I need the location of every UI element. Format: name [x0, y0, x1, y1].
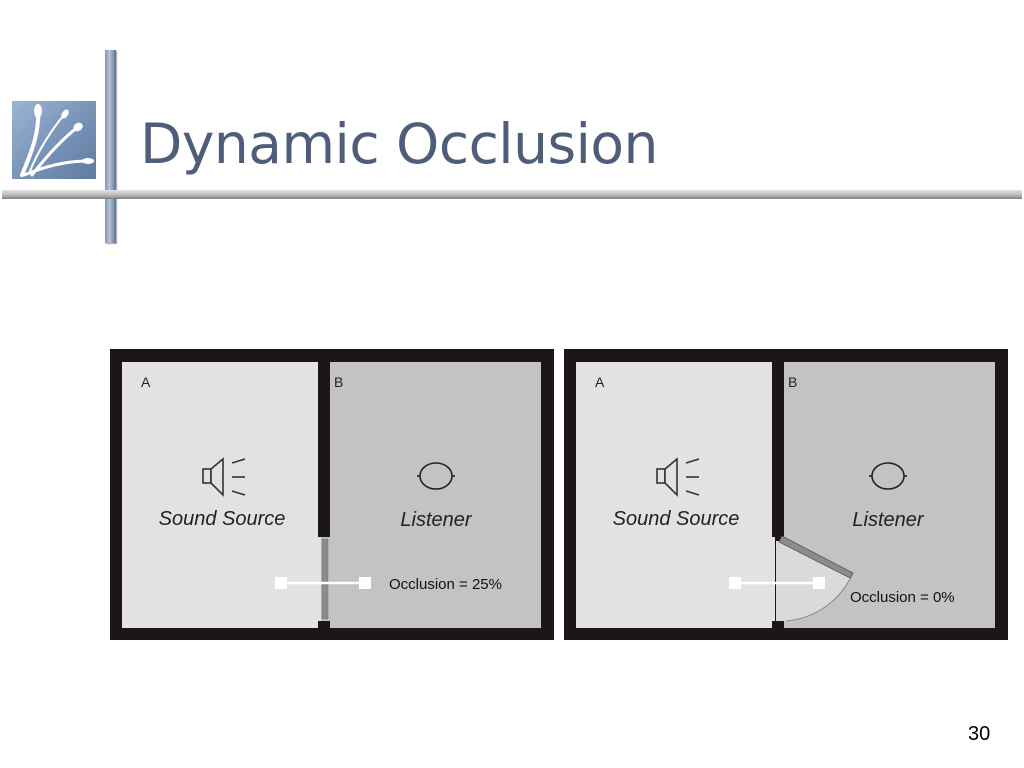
title-underline-bar [2, 190, 1022, 199]
accent-vertical-bar [105, 50, 116, 243]
door [778, 535, 854, 579]
occlusion-probe [275, 577, 371, 589]
listener-icon [417, 462, 455, 490]
speaker-icon [656, 457, 700, 497]
left-floor-plan: A B Sound Source Listener Occlusion = 25… [110, 349, 554, 640]
occlusion-value: Occlusion = 0% [850, 589, 955, 606]
dividing-wall [772, 362, 784, 537]
listener-icon [869, 462, 907, 490]
speaker-icon [202, 457, 246, 497]
room-a [122, 362, 318, 628]
sound-source-label: Sound Source [613, 508, 740, 530]
room-a [576, 362, 772, 628]
room-b-label: B [334, 374, 343, 390]
room-b-label: B [788, 374, 797, 390]
sound-source-label: Sound Source [159, 508, 286, 530]
door-swing-arc [785, 574, 853, 622]
slide-title: Dynamic Occlusion [140, 112, 658, 176]
listener-label: Listener [852, 509, 924, 531]
occlusion-probe [729, 577, 825, 589]
occlusion-value: Occlusion = 25% [389, 576, 502, 593]
right-floor-plan: A B Sound Source Listener Occlusion = 0% [564, 349, 1008, 640]
room-a-label: A [141, 374, 151, 390]
occlusion-diagram: A B Sound Source Listener Occlusion = 25… [110, 349, 1008, 640]
logo-icon [12, 101, 96, 179]
page-number: 30 [968, 723, 991, 745]
listener-label: Listener [400, 509, 472, 531]
room-a-label: A [595, 374, 605, 390]
dividing-wall [318, 362, 330, 537]
door [321, 538, 329, 620]
